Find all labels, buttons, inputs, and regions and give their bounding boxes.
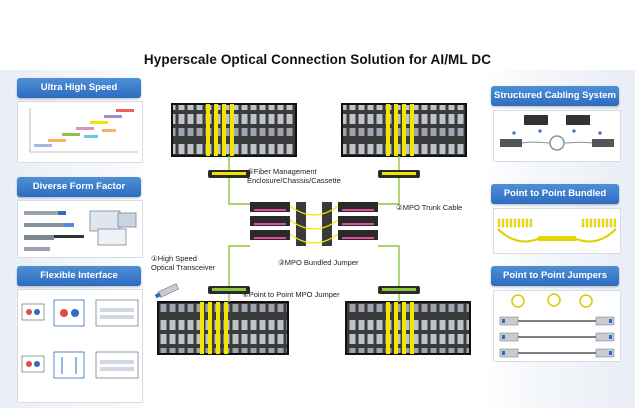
left-feature-column: Ultra High Speed Diverse Form Factor bbox=[0, 70, 150, 408]
central-switch-cluster bbox=[250, 202, 378, 246]
network-topology-diagram bbox=[154, 103, 471, 355]
bundled-jumpers-illustration bbox=[493, 208, 621, 254]
ultra-high-speed-header: Ultra High Speed bbox=[17, 78, 141, 98]
rack-top-right bbox=[341, 103, 467, 157]
bundled-jumpers-graphic bbox=[497, 218, 617, 243]
enclosure-top-right bbox=[378, 170, 420, 178]
enclosure-top-left bbox=[208, 170, 250, 178]
optical-transceiver-icon bbox=[154, 283, 179, 299]
flexible-interface-header: Flexible Interface bbox=[17, 266, 141, 286]
callout-p2p-mpo-jumper: ④Point to Point MPO Jumper bbox=[242, 290, 340, 299]
speed-roadmap-chart bbox=[17, 101, 143, 163]
callout-mpo-trunk-cable: ②MPO Trunk Cable bbox=[396, 203, 463, 212]
page-title: Hyperscale Optical Connection Solution f… bbox=[143, 52, 492, 67]
rack-bottom-left bbox=[157, 301, 289, 355]
speed-roadmap-graphic bbox=[29, 108, 138, 153]
p2p-jumpers-graphic bbox=[499, 293, 615, 358]
enclosure-bottom-left bbox=[208, 286, 250, 294]
bundled-jumpers-header: Point to Point Bundled Jumpers bbox=[491, 184, 619, 219]
callout-mpo-bundled-jumper: ③MPO Bundled Jumper bbox=[278, 258, 359, 267]
interface-types-graphic bbox=[21, 299, 139, 379]
diverse-form-factor-header: Diverse Form Factor bbox=[17, 177, 141, 197]
enclosure-bottom-right bbox=[378, 286, 420, 294]
p2p-jumpers-illustration bbox=[493, 290, 621, 362]
rack-bottom-right bbox=[345, 301, 471, 355]
right-feature-column: Structured Cabling System Point to Point… bbox=[485, 70, 635, 408]
rack-top-left bbox=[171, 103, 297, 157]
callout-optical-transceiver: ①High Speed Optical Transceiver bbox=[151, 254, 216, 272]
transceiver-modules-graphic bbox=[24, 210, 137, 251]
structured-cabling-illustration bbox=[493, 110, 621, 162]
structured-cabling-graphic bbox=[500, 115, 614, 151]
interface-diagram-panel bbox=[17, 289, 143, 403]
form-factor-illustration bbox=[17, 200, 143, 258]
trunk-cables bbox=[228, 156, 400, 302]
structured-cabling-header: Structured Cabling System bbox=[491, 86, 619, 106]
callout-fiber-management: ⑤Fiber Management Enclosure/Chassis/Cass… bbox=[247, 167, 341, 185]
p2p-jumpers-header: Point to Point Jumpers bbox=[491, 266, 619, 286]
